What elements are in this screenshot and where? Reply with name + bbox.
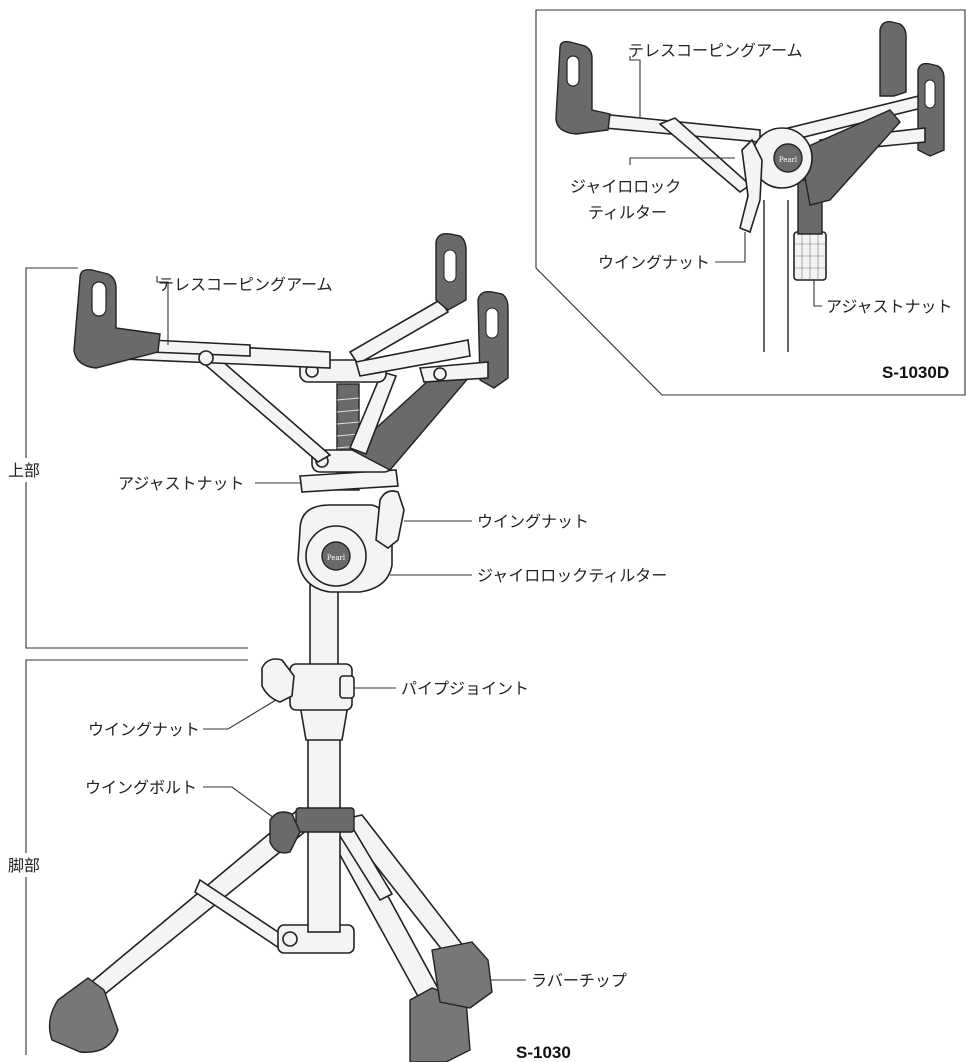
inset-logo: Pearl xyxy=(779,156,798,164)
leader-wing-bolt xyxy=(203,786,275,819)
wing-nut-mid xyxy=(261,658,295,703)
label-wing-bolt: ウイングボルト xyxy=(85,778,197,797)
adjust-nut xyxy=(299,469,399,493)
bracket-upper xyxy=(25,267,248,649)
main-stand-illustration: Pearl xyxy=(48,232,509,1062)
label-gyro-lock-tilter: ジャイロロックティルター xyxy=(477,566,667,585)
rubber-tip-left xyxy=(48,977,119,1054)
leader-telescoping-arm xyxy=(156,276,169,345)
bracket-legs-gap xyxy=(4,853,44,877)
rubber-tip-right xyxy=(431,941,493,1009)
inset-label-gyro-line2: ティルター xyxy=(588,203,667,222)
label-wing-nut-mid: ウイングナット xyxy=(88,720,200,739)
label-telescoping-arm: テレスコーピングアーム xyxy=(158,275,333,294)
bracket-legs xyxy=(25,659,248,1055)
inset-label-adjust-nut: アジャストナット xyxy=(826,297,953,316)
inset-leader-adjust xyxy=(813,280,822,307)
inset-leader-gyro xyxy=(629,157,735,165)
label-rubber-tip: ラバーチップ xyxy=(531,971,627,990)
inset-label-gyro-line1: ジャイロロック xyxy=(570,177,681,196)
section-label-legs: 脚部 xyxy=(8,856,40,875)
bracket-upper-gap xyxy=(4,458,44,482)
main-model-label: S-1030 xyxy=(516,1043,571,1062)
inset-stand-illustration: Pearl xyxy=(555,20,945,352)
main-logo: Pearl xyxy=(327,554,346,562)
telescoping-arm-right-back xyxy=(348,298,450,366)
inset-model-label: S-1030D xyxy=(882,363,949,382)
inset-frame xyxy=(535,9,966,396)
wing-nut-top xyxy=(375,490,405,549)
rubber-tip-front xyxy=(409,987,471,1062)
label-adjust-nut: アジャストナット xyxy=(118,474,245,493)
inset-leader-wingnut xyxy=(715,232,746,263)
label-pipe-joint: パイプジョイント xyxy=(401,679,529,698)
inset-leader-arm xyxy=(629,56,641,118)
inset-label-telescoping-arm: テレスコーピングアーム xyxy=(628,41,803,60)
label-wing-nut-top: ウイングナット xyxy=(477,512,589,531)
leader-wing-nut-mid xyxy=(203,699,277,730)
inset-label-wing-nut: ウイングナット xyxy=(598,253,710,272)
inset-wing-nut xyxy=(739,138,763,234)
wing-bolt xyxy=(269,811,301,854)
section-label-upper: 上部 xyxy=(8,461,40,480)
